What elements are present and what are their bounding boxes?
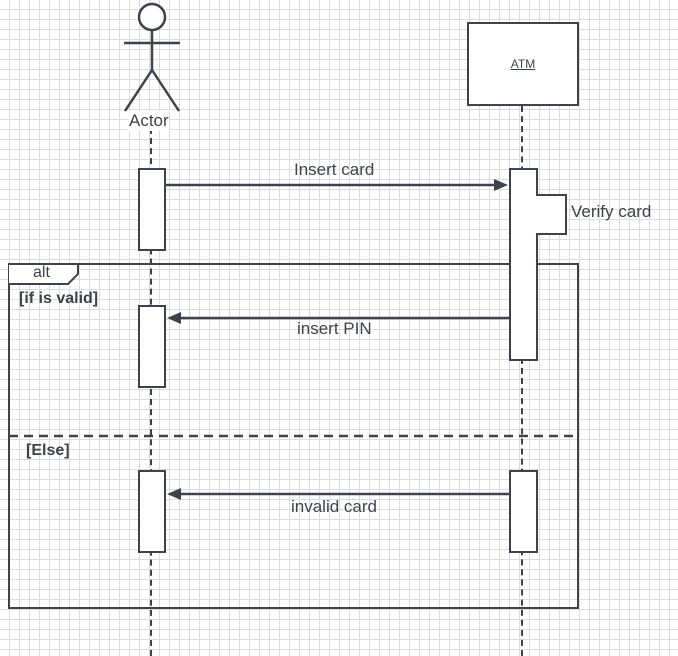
guard-else: [Else] bbox=[26, 442, 70, 459]
atm-lifeline bbox=[521, 106, 523, 656]
atm-participant[interactable]: ATM bbox=[467, 22, 579, 106]
alt-operator-label: alt bbox=[33, 264, 50, 281]
message-verify-card-label: Verify card bbox=[571, 202, 652, 221]
message-insert-pin-label: insert PIN bbox=[297, 319, 372, 338]
atm-label: ATM bbox=[510, 57, 536, 71]
atm-activation-2[interactable] bbox=[509, 470, 538, 553]
actor-lifeline bbox=[150, 128, 152, 656]
message-insert-card-arrow bbox=[166, 179, 508, 191]
actor-left-leg bbox=[123, 69, 154, 112]
atm-self-activation[interactable] bbox=[536, 194, 567, 235]
actor-label: Actor bbox=[129, 111, 169, 131]
actor-right-leg bbox=[150, 69, 181, 112]
atm-activation-1[interactable] bbox=[509, 168, 538, 361]
message-insert-card-label: Insert card bbox=[294, 160, 375, 179]
message-insert-pin-arrow bbox=[167, 312, 509, 324]
guard-if-valid: [if is valid] bbox=[19, 290, 99, 307]
message-invalid-card-arrow bbox=[167, 488, 509, 500]
actor-activation-1[interactable] bbox=[138, 168, 166, 251]
actor-activation-3[interactable] bbox=[138, 470, 166, 553]
actor-activation-2[interactable] bbox=[138, 305, 166, 388]
message-invalid-card-label: invalid card bbox=[291, 497, 377, 516]
